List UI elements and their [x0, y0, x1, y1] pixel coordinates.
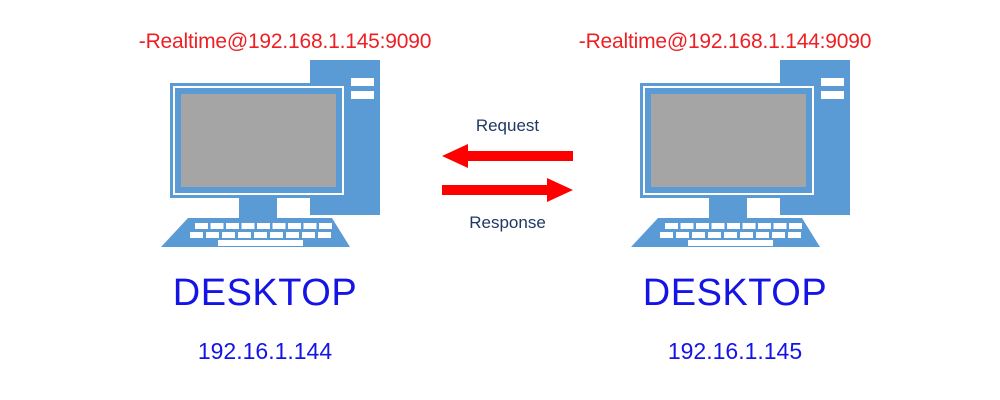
right-desktop-computer-icon[interactable] [620, 55, 850, 265]
left-desktop-computer-icon[interactable] [150, 55, 380, 265]
desktop-computer-icon [161, 60, 380, 247]
right-node-ip: 192.16.1.145 [667, 338, 803, 364]
right-node-title: DESKTOP [642, 272, 828, 314]
response-flow-label: Response [469, 213, 546, 232]
left-node-ip: 192.16.1.144 [197, 338, 333, 364]
request-arrow-left [440, 143, 575, 169]
response-arrow-right [440, 177, 575, 203]
left-node-title: DESKTOP [172, 272, 358, 314]
right-endpoint-label: -Realtime@192.168.1.144:9090 [578, 30, 872, 53]
left-endpoint-label: -Realtime@192.168.1.145:9090 [138, 30, 432, 53]
request-flow-label: Request [475, 116, 540, 135]
desktop-computer-icon [631, 60, 850, 247]
